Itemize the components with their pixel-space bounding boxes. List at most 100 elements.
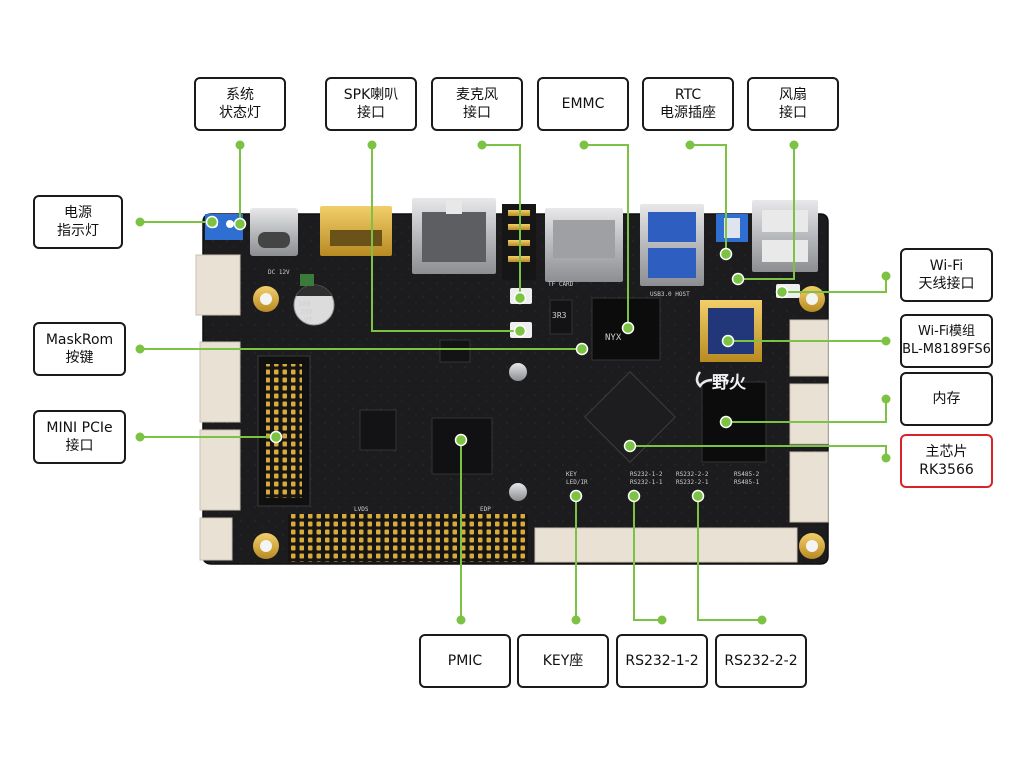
callout-system-led-line1: 系统 <box>226 87 254 103</box>
silk-rs232-1-2: RS232-1-2 <box>630 471 663 478</box>
callout-memory: 内存 <box>900 372 993 426</box>
silk-nyx: NYX <box>605 333 622 343</box>
mounting-hole <box>799 533 825 559</box>
silk-lvds: LVDS <box>354 506 369 513</box>
callout-power-led-line1: 电源 <box>64 205 92 221</box>
callout-system-led-line2: 状态灯 <box>219 105 261 121</box>
callout-rs232-1-line1: RS232-1-2 <box>625 653 699 669</box>
leader-wifi-ant <box>782 276 887 293</box>
leader-spk <box>371 145 520 332</box>
callout-fan-line2: 接口 <box>779 105 807 121</box>
callout-soc-line1: 主芯片 <box>925 444 968 460</box>
callout-system-led: 系统 状态灯 <box>194 77 286 131</box>
mini-pcie-slot <box>257 355 311 507</box>
callout-maskrom: MaskRom 按键 <box>33 322 126 376</box>
leader-emmc <box>584 144 629 328</box>
soc-chip <box>584 371 676 463</box>
silk-edp: EDP <box>480 506 491 513</box>
callout-rtc-line2: 电源插座 <box>660 105 716 121</box>
target-markers <box>205 215 789 503</box>
pcb-board: DC 12V 100 25V VT USB3.0 HOST NYX 3R3 TF… <box>195 198 829 565</box>
silk-cap-2: 25V <box>300 308 313 316</box>
callout-rs232-1: RS232-1-2 <box>616 634 708 688</box>
callout-maskrom-line1: MaskRom <box>45 332 114 348</box>
callout-spk: SPK喇叭 接口 <box>325 77 417 131</box>
capacitor <box>293 284 335 326</box>
ic-chip <box>439 339 471 363</box>
left-connector <box>199 517 233 561</box>
ic-chip <box>549 299 573 335</box>
callout-spk-line2: 接口 <box>357 105 385 121</box>
silk-rs485-2: RS485-2 <box>734 471 760 478</box>
silk-usb: USB3.0 HOST <box>650 291 690 298</box>
silk-3r3: 3R3 <box>552 311 567 320</box>
silk-rs232-2-2: RS232-2-2 <box>676 471 709 478</box>
standoff <box>509 363 527 381</box>
callout-mic-line1: 麦克风 <box>456 87 498 103</box>
callout-soc-line2: RK3566 <box>919 462 974 478</box>
rtc-socket <box>716 214 748 242</box>
silk-rs232-1-1: RS232-1-1 <box>630 479 663 486</box>
silk-rs232-2-1: RS232-2-1 <box>676 479 709 486</box>
usb-c-connector <box>250 208 298 256</box>
callout-mic: 麦克风 接口 <box>431 77 523 131</box>
leader-memory <box>726 399 887 423</box>
silk-tf: TF CARD <box>548 281 574 288</box>
ethernet-connector <box>412 198 496 274</box>
leader-lines <box>140 144 887 621</box>
right-connector <box>789 319 829 377</box>
callout-rtc-line1: RTC <box>674 87 702 103</box>
callout-rs232-2-line1: RS232-2-2 <box>724 653 798 669</box>
standoff <box>509 483 527 501</box>
mounting-hole <box>253 286 279 312</box>
wifi-module <box>700 300 762 362</box>
brand-logo: 野火 <box>695 371 747 393</box>
callout-rs232-2: RS232-2-2 <box>715 634 807 688</box>
callout-wifi-module: Wi-Fi模组 BL-M8189FS6 <box>900 314 993 368</box>
right-connector <box>789 451 829 523</box>
callout-minipcie-line1: MINI PCIe <box>46 420 113 436</box>
callout-memory-line1: 内存 <box>932 391 961 407</box>
silk-rs485-1: RS485-1 <box>734 479 760 486</box>
callout-maskrom-line2: 按键 <box>65 350 94 366</box>
inductor <box>300 274 314 286</box>
left-connector <box>195 254 241 316</box>
callout-minipcie: MINI PCIe 接口 <box>33 410 126 464</box>
mounting-hole <box>799 286 825 312</box>
callout-power-led-line2: 指示灯 <box>57 223 99 239</box>
tf-card-slot <box>545 208 623 282</box>
callout-key-line1: KEY座 <box>542 653 584 669</box>
silk-cap-1: 100 <box>298 300 311 308</box>
leader-rs232-2 <box>697 496 762 621</box>
bottom-connector-strip <box>534 527 798 563</box>
silk-dc: DC 12V <box>268 269 290 276</box>
callout-wifi-antenna-line2: 天线接口 <box>918 276 975 292</box>
ic-chip <box>359 409 397 451</box>
callout-wifi-antenna: Wi-Fi 天线接口 <box>900 248 993 302</box>
callout-wifi-antenna-line1: Wi-Fi <box>929 258 964 274</box>
callout-rtc: RTC 电源插座 <box>642 77 734 131</box>
usb3-port <box>640 204 704 286</box>
leader-rs232-1 <box>633 496 662 621</box>
callout-mic-line2: 接口 <box>463 105 491 121</box>
silk-key-led: LED/IR <box>566 479 588 486</box>
callout-pmic: PMIC <box>419 634 511 688</box>
silk-key: KEY <box>566 471 577 478</box>
usb2-port <box>752 200 818 272</box>
silk-cap-3: VT <box>304 316 313 324</box>
callout-emmc: EMMC <box>537 77 629 131</box>
leader-rtc <box>690 144 727 254</box>
leader-mic <box>482 144 521 298</box>
callout-emmc-line1: EMMC <box>561 96 605 112</box>
callout-pmic-line1: PMIC <box>447 653 483 669</box>
hdmi-connector <box>320 206 392 256</box>
right-connector <box>789 383 829 445</box>
leader-dots <box>135 140 891 625</box>
callout-key: KEY座 <box>517 634 609 688</box>
callout-soc: 主芯片 RK3566 <box>900 434 993 488</box>
callout-minipcie-line2: 接口 <box>65 438 94 454</box>
callout-power-led: 电源 指示灯 <box>33 195 123 249</box>
gpio-header <box>288 514 528 562</box>
callout-fan: 风扇 接口 <box>747 77 839 131</box>
